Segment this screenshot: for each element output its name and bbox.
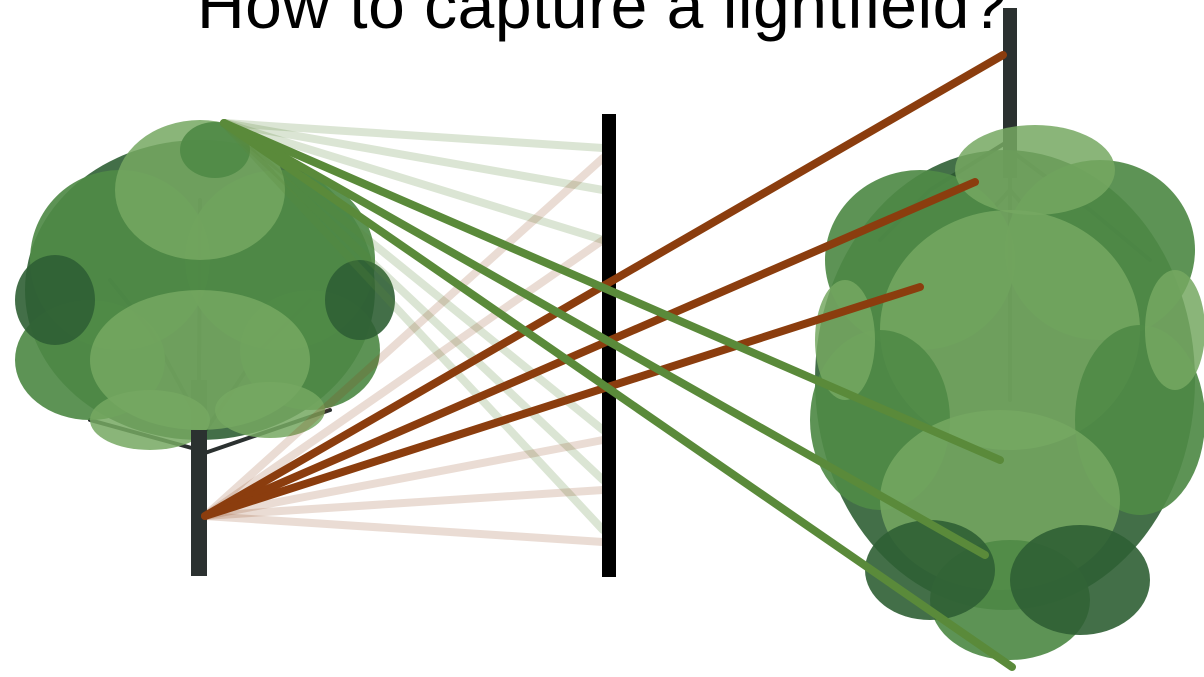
faint-brown-ray [201,512,607,546]
faint-green-ray [220,119,607,194]
inverted-tree-icon [810,8,1204,660]
brown-ray [201,283,924,520]
upright-tree-icon [15,120,395,576]
faint-green-rays [220,119,607,534]
faint-brown-ray [201,154,607,520]
faint-green-ray [220,119,607,534]
faint-green-ray [220,119,607,244]
faint-green-ray [220,119,607,484]
slide-title: How to capture a lightfield? [196,0,1008,42]
green-ray [220,119,989,559]
faint-brown-ray [201,436,607,520]
faint-green-ray [220,119,607,434]
faint-brown-rays [201,154,607,546]
bold-green-rays [220,119,1016,671]
faint-brown-ray [201,236,607,520]
faint-brown-ray [201,486,607,520]
green-ray [220,119,1016,671]
green-ray [220,119,1004,464]
brown-ray [201,178,979,520]
faint-green-ray [220,119,607,152]
